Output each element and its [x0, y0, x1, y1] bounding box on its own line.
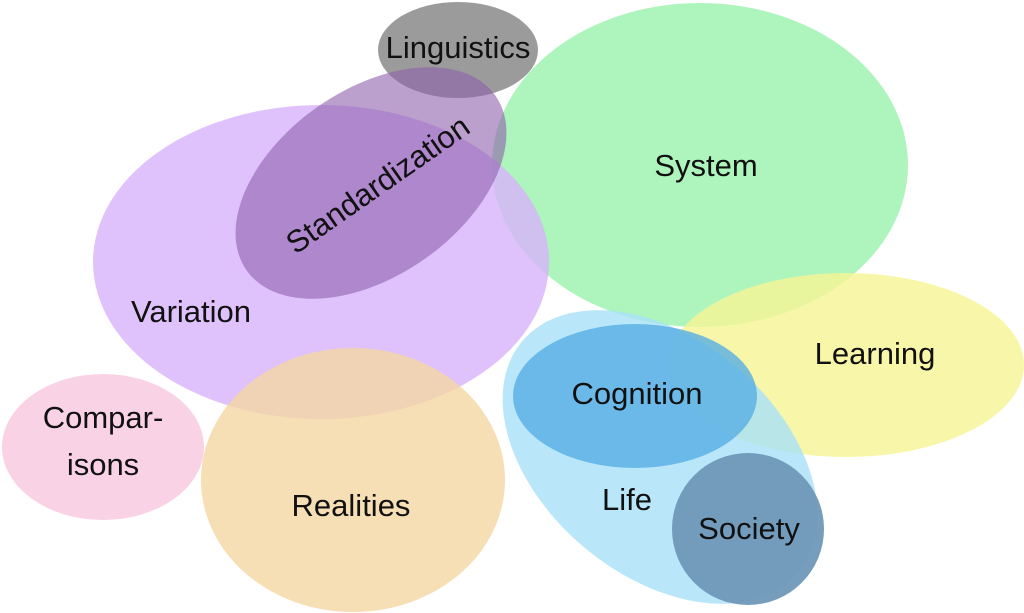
comparisons-label-line2: isons: [67, 447, 139, 482]
system-label: System: [654, 148, 757, 183]
life-label: Life: [602, 482, 652, 517]
variation-label: Variation: [131, 294, 251, 329]
comparisons-ellipse: [2, 374, 204, 520]
comparisons-label-line1: Compar-: [43, 400, 164, 435]
cognition-ellipse: [513, 324, 757, 468]
linguistics-label: Linguistics: [386, 30, 531, 65]
standardization-ellipse: [235, 67, 507, 299]
society-circle: [672, 453, 824, 605]
realities-label: Realities: [292, 488, 411, 523]
society-label: Society: [698, 511, 800, 546]
cognition-label: Cognition: [572, 376, 703, 411]
realities-ellipse: [201, 348, 505, 612]
system-ellipse: [492, 3, 908, 327]
learning-label: Learning: [815, 336, 936, 371]
